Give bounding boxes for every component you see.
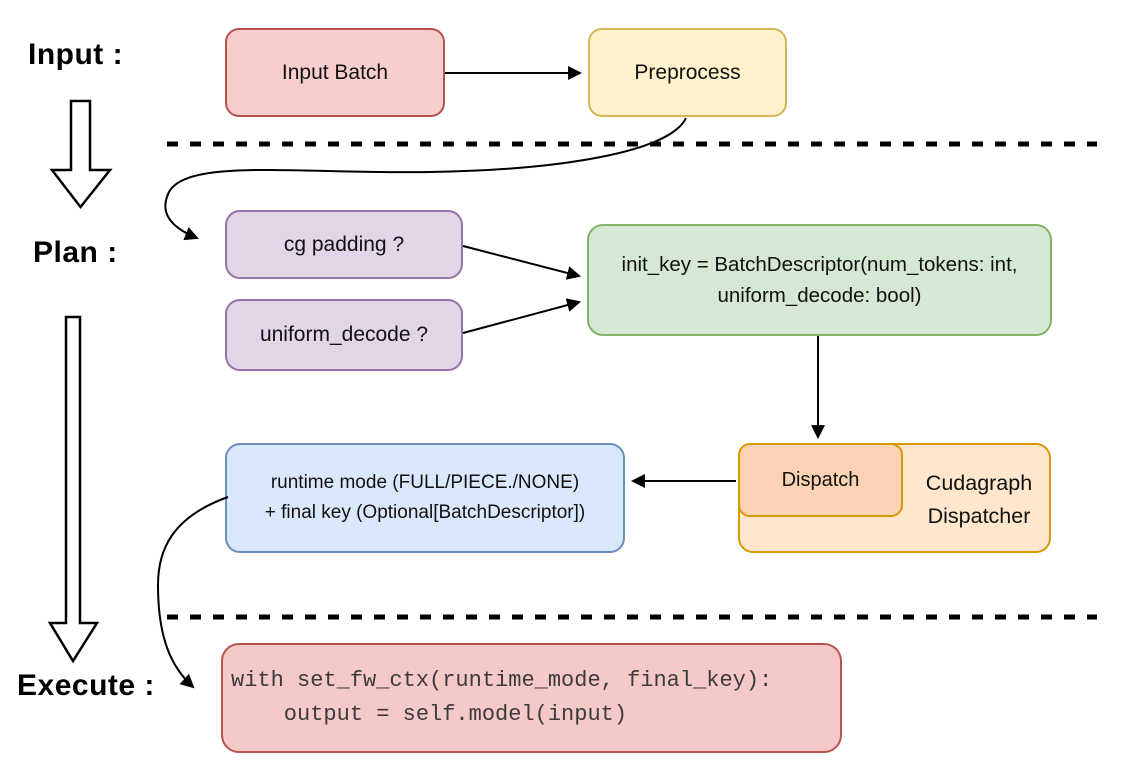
cg-padding-label: cg padding ?	[283, 232, 405, 256]
uniform-decode-label: uniform_decode ?	[259, 323, 429, 347]
edge-cgpadding-to-initkey	[462, 245, 582, 280]
runtime-mode-line2: + final key (Optional[BatchDescriptor])	[264, 502, 586, 523]
cudagraph-line1: Cudagraph	[925, 471, 1033, 495]
runtime-mode-node: runtime mode (FULL/PIECE./NONE) + final …	[225, 443, 625, 553]
init-key-line1: init_key = BatchDescriptor(num_tokens: i…	[621, 253, 1018, 276]
execute-code-line2: output = self.model(input)	[231, 702, 628, 727]
cg-padding-node: cg padding ?	[225, 210, 463, 279]
edge-uniformdecode-to-initkey	[462, 298, 582, 334]
init-key-node: init_key = BatchDescriptor(num_tokens: i…	[587, 224, 1052, 336]
cudagraph-dispatcher-label: Cudagraph Dispatcher	[905, 445, 1053, 555]
plan-stage-label: Plan :	[33, 236, 118, 269]
init-key-line2: uniform_decode: bool)	[717, 284, 922, 307]
execute-code-node: with set_fw_ctx(runtime_mode, final_key)…	[221, 643, 842, 753]
dispatch-node: Dispatch	[738, 443, 903, 517]
cudagraph-line2: Dispatcher	[927, 504, 1031, 528]
input-stage-label: Input :	[28, 38, 124, 71]
preprocess-node: Preprocess	[588, 28, 787, 117]
dispatch-label: Dispatch	[781, 469, 860, 491]
input-batch-label: Input Batch	[281, 60, 389, 84]
plan-to-execute-arrow	[47, 315, 100, 664]
runtime-mode-line1: runtime mode (FULL/PIECE./NONE)	[270, 472, 580, 493]
input-batch-node: Input Batch	[225, 28, 445, 117]
uniform-decode-node: uniform_decode ?	[225, 299, 463, 371]
execute-code-line1: with set_fw_ctx(runtime_mode, final_key)…	[231, 668, 773, 693]
edge-runtimemode-to-execute	[156, 496, 229, 689]
input-to-plan-arrow	[49, 99, 113, 210]
preprocess-label: Preprocess	[634, 60, 741, 84]
execute-stage-label: Execute :	[17, 669, 155, 702]
